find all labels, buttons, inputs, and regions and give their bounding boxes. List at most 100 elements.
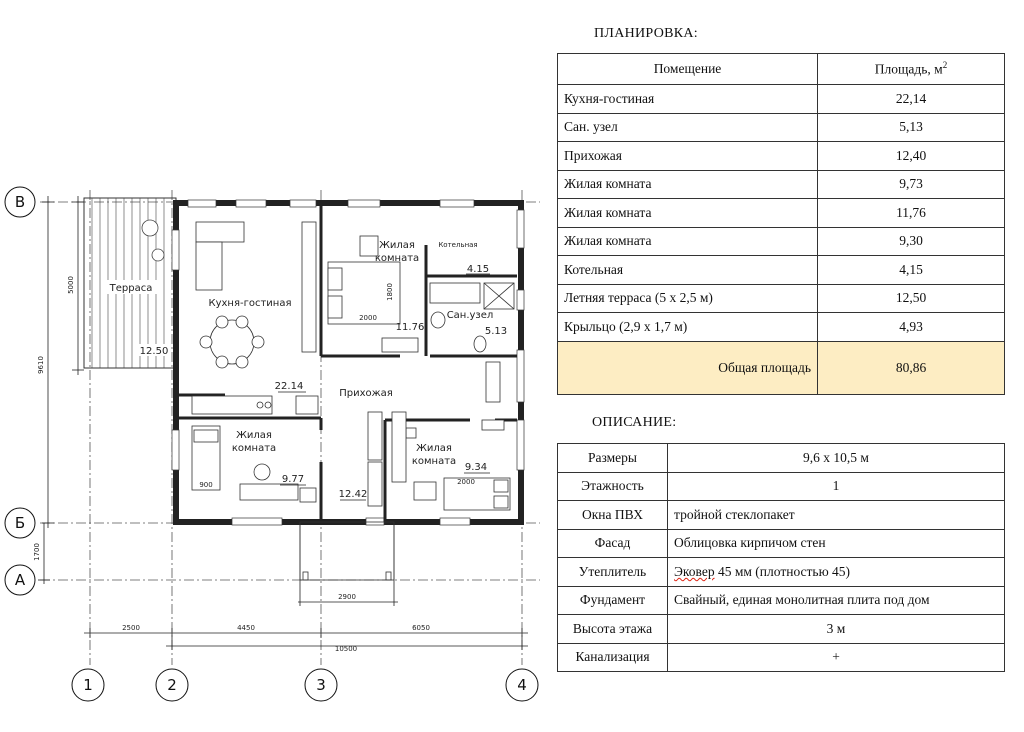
table-row: Крыльцо (2,9 х 1,7 м)4,93 [557, 312, 1005, 342]
svg-text:комната: комната [375, 253, 419, 264]
svg-text:9.77: 9.77 [282, 474, 304, 485]
svg-text:комната: комната [412, 456, 456, 467]
svg-text:Сан.узел: Сан.узел [447, 310, 494, 321]
svg-text:Прихожая: Прихожая [339, 388, 393, 399]
spec-value: 3 м [667, 614, 1005, 644]
description-heading: ОПИСАНИЕ: [592, 415, 677, 430]
total-value: 80,86 [817, 340, 1005, 395]
column-header-area: Площадь, м2 [817, 53, 1005, 85]
svg-text:3: 3 [316, 676, 326, 694]
axis-marker-b: Б [4, 507, 36, 539]
svg-text:В: В [15, 193, 25, 211]
spec-value: Облицовка кирпичом стен [667, 528, 1005, 558]
room-name: Крыльцо (2,9 х 1,7 м) [557, 312, 818, 342]
porch [299, 521, 395, 581]
kitchen-furniture [191, 221, 319, 415]
svg-text:Жилая: Жилая [236, 430, 272, 441]
spec-key: Фундамент [557, 585, 668, 615]
room-name: Кухня-гостиная [557, 84, 818, 114]
room-area: 12,50 [817, 283, 1005, 313]
svg-text:Жилая: Жилая [379, 240, 415, 251]
svg-text:5000: 5000 [67, 276, 75, 294]
room-area: 4,15 [817, 255, 1005, 285]
axis-marker-4: 4 [505, 668, 539, 702]
room-area: 4,93 [817, 312, 1005, 342]
room-name: Жилая комната [557, 226, 818, 256]
svg-text:1800: 1800 [386, 283, 394, 301]
svg-text:Жилая: Жилая [416, 443, 452, 454]
room-name: Котельная [557, 255, 818, 285]
table-row: Летняя терраса (5 х 2,5 м)12,50 [557, 283, 1005, 313]
svg-text:комната: комната [232, 443, 276, 454]
room-name: Прихожая [557, 141, 818, 171]
svg-text:2000: 2000 [359, 314, 377, 322]
spec-value: тройной стеклопакет [667, 500, 1005, 530]
floor-plan: В Б А 1 2 3 4 5000 9610 1700 [4, 186, 540, 702]
interior-walls [176, 203, 517, 522]
svg-text:1700: 1700 [33, 543, 41, 561]
svg-text:Терраса: Терраса [109, 283, 153, 294]
spec-key: Фасад [557, 528, 668, 558]
axis-marker-1: 1 [71, 668, 105, 702]
svg-text:5.13: 5.13 [485, 326, 507, 337]
bath-fixtures [429, 282, 515, 353]
svg-text:2500: 2500 [122, 624, 140, 632]
room-area: 11,76 [817, 198, 1005, 228]
room-name: Жилая комната [557, 198, 818, 228]
svg-text:10500: 10500 [335, 645, 357, 653]
room-name: Летняя терраса (5 х 2,5 м) [557, 283, 818, 313]
svg-text:А: А [15, 571, 26, 589]
svg-text:12.42: 12.42 [339, 489, 368, 500]
room-area: 9,30 [817, 226, 1005, 256]
svg-text:2900: 2900 [338, 593, 356, 601]
axis-marker-v: В [4, 186, 36, 218]
spec-value: Свайный, единая монолитная плита под дом [667, 585, 1005, 615]
svg-text:6050: 6050 [412, 624, 430, 632]
svg-text:2: 2 [167, 676, 177, 694]
room-area: 5,13 [817, 112, 1005, 142]
spec-key: Высота этажа [557, 614, 668, 644]
svg-text:900: 900 [199, 481, 212, 489]
room-name: Сан. узел [557, 112, 818, 142]
svg-text:1: 1 [83, 676, 93, 694]
svg-text:22.14: 22.14 [275, 381, 304, 392]
svg-text:Котельная: Котельная [438, 241, 477, 249]
layout-heading: ПЛАНИРОВКА: [594, 26, 698, 41]
axis-marker-a: А [4, 564, 36, 596]
room-area: 12,40 [817, 141, 1005, 171]
room-name: Жилая комната [557, 169, 818, 199]
svg-text:2000: 2000 [457, 478, 475, 486]
axis-marker-2: 2 [155, 668, 189, 702]
bedroom3-furniture [391, 361, 511, 511]
layout-table-header: Помещение Площадь, м2 [557, 53, 1005, 85]
svg-text:Кухня-гостиная: Кухня-гостиная [209, 298, 292, 309]
spec-value: Эковер 45 мм (плотностью 45) [667, 557, 1005, 587]
floor-plan-drawing: В Б А 1 2 3 4 5000 9610 1700 [4, 186, 540, 702]
spec-key: Утеплитель [557, 557, 668, 587]
svg-text:9610: 9610 [37, 356, 45, 374]
total-label: Общая площадь [557, 340, 818, 395]
spec-value: 9,6 х 10,5 м [667, 443, 1005, 473]
spec-key: Канализация [557, 642, 668, 672]
svg-text:4.15: 4.15 [467, 264, 489, 275]
bedroom2-furniture [191, 425, 317, 503]
svg-text:11.76: 11.76 [396, 322, 425, 333]
spec-key: Окна ПВХ [557, 500, 668, 530]
axis-marker-3: 3 [304, 668, 338, 702]
spec-value-word: Эковер [674, 563, 715, 579]
table-row: Канализация+ [557, 642, 1005, 672]
spec-value: 1 [667, 471, 1005, 501]
svg-text:4: 4 [517, 676, 527, 694]
